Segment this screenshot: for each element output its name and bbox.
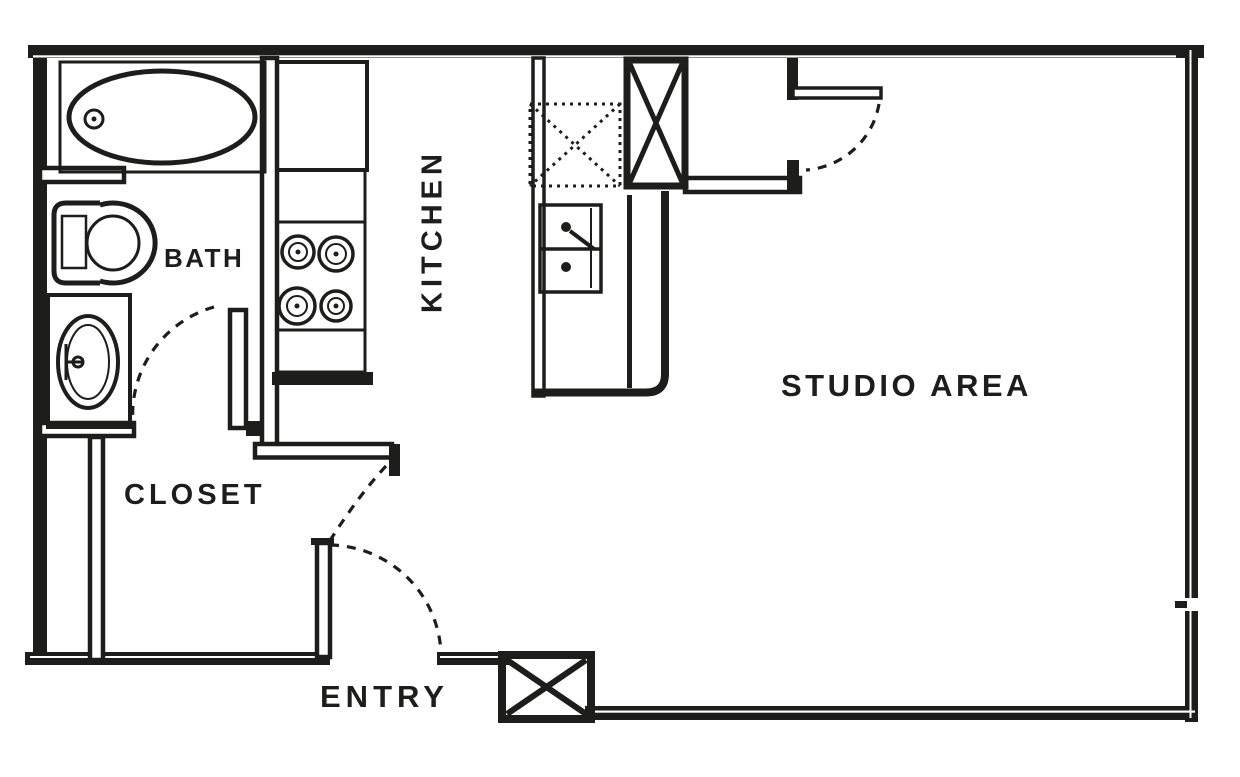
closet-door-swing-arc [327,464,388,543]
bathtub [66,68,258,166]
studio-closet-door-leaf [791,86,883,100]
kitchen-counter [275,168,367,374]
burner [317,235,355,273]
bath-door-swing-arc [131,305,215,425]
counter-dividers [277,220,365,332]
double-basin-sink [538,203,603,294]
burner-inner [327,297,345,315]
room-label-entry: ENTRY [320,679,449,714]
bathroom-sink [56,314,120,410]
burner-inner [286,295,308,317]
closet-top-wall [252,441,395,460]
sink-faucet [64,344,84,380]
entry-column-x-box [498,651,595,723]
wall-break-tick [1175,601,1187,608]
wall-inner-line [1189,50,1192,718]
bath-door-jamb [246,421,264,436]
utility-box-outline [623,56,689,190]
wall-inner-line [590,710,1195,713]
entry-column-x [505,657,588,717]
tub-drain [83,108,105,130]
sink-faucet-knob [71,355,85,369]
refrigerator-counter [275,60,369,172]
utility-x-box [623,56,689,190]
burner [280,234,316,270]
overhead-cabinet-dashed-x [528,102,622,188]
burner-hub [333,251,339,257]
bottom-wall-entry-left [25,652,330,665]
burner [277,286,317,326]
basin-drain [561,222,571,232]
studio-closet-bottom-wall [682,175,803,195]
entry-column-outline [498,651,595,723]
bath-door-leaf [227,307,249,431]
utility-box-x [627,62,685,184]
burner [319,289,353,323]
burner-hub [295,249,301,255]
toilet-alcove-wall [37,165,127,185]
wall-inner-line [440,656,508,658]
wall-inner-line [33,55,1176,58]
room-label-studio: STUDIO AREA [781,368,1032,403]
entry-door-leaf-cap [311,538,334,545]
studio-closet-jamb-top [787,58,798,100]
room-label-closet: CLOSET [124,479,266,511]
tub-drain-dot [91,116,97,122]
bath-doorway-wall [37,420,137,439]
entry-door-swing-arc [329,543,443,654]
island-bottom-right-edge [533,191,669,397]
basin-drain [561,262,571,272]
kitchen-counter-end-cap [272,372,373,385]
toilet-tank [51,200,100,286]
wall-inner-line [30,656,326,658]
burner-hub [294,303,300,309]
sink-counter [46,293,132,429]
entry-door-leaf [314,540,333,660]
burner-inner [288,242,308,262]
room-label-kitchen: KITCHEN [416,149,449,313]
range-four-burners [277,234,355,326]
dashed-box [528,102,622,188]
burner-hub [333,303,339,309]
toilet-bowl [99,200,158,286]
island-sink-faucet [568,229,596,251]
closet-left-wall [87,434,106,663]
toilet-tank-inner [60,214,88,270]
tub-niche [58,60,267,174]
top-wall [28,45,1204,58]
studio-closet-door-swing-arc [805,103,881,172]
bottom-wall-entry-right [437,652,510,665]
studio-closet-jamb-bottom [787,160,799,192]
bottom-wall-studio [585,706,1198,720]
room-label-bath: BATH [164,243,245,273]
left-wall [33,45,47,665]
burner-inner [325,243,347,265]
toilet-bowl-inner [85,214,141,272]
closet-wall-stub [389,444,400,476]
